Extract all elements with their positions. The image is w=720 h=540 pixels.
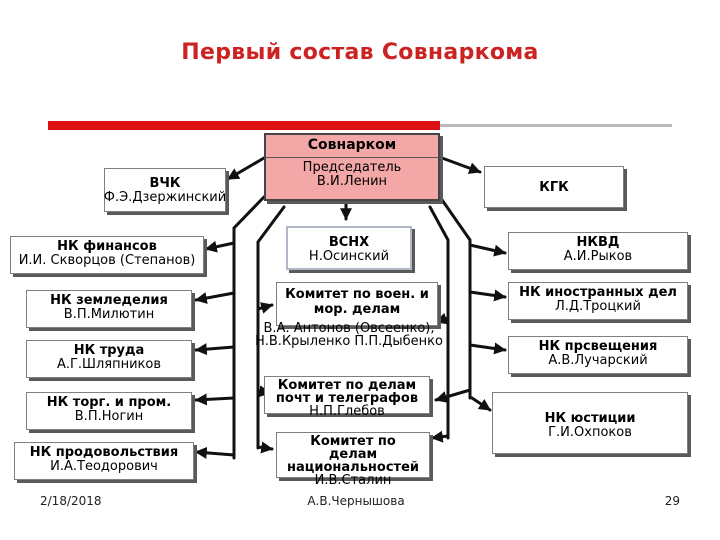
komitet-nats-name: Комитет по делам национальностей bbox=[286, 434, 419, 475]
nk-zemledelia-name: НК земледелия bbox=[50, 293, 168, 308]
vchk-box: ВЧК Ф.Э.Дзержинский bbox=[104, 168, 226, 212]
slide-title: Первый состав Совнаркома bbox=[181, 40, 539, 65]
nk-finansov-name: НК финансов bbox=[57, 239, 157, 254]
nk-zemledelia-box: НК земледелия В.П.Милютин bbox=[26, 290, 192, 328]
sovnarkom-box: Совнарком Председатель В.И.Ленин bbox=[264, 133, 440, 201]
nk-zemledelia-person: В.П.Милютин bbox=[63, 307, 155, 322]
arrow-to-nk-inostr bbox=[468, 289, 507, 302]
nk-yustitsii-person: Г.И.Охпоков bbox=[548, 425, 632, 440]
footer-date: 2/18/2018 bbox=[40, 494, 102, 508]
arrow-to-nk-yustitsii bbox=[470, 396, 492, 412]
nkvd-person: А.И.Рыков bbox=[563, 249, 633, 264]
footer-page-number: 29 bbox=[664, 494, 680, 508]
nk-finansov-person: И.И. Скворцов (Степанов) bbox=[18, 253, 196, 268]
left-trunk bbox=[232, 195, 266, 460]
nk-torg-name: НК торг. и пром. bbox=[46, 395, 172, 410]
nk-torg-person: В.П.Ногин bbox=[74, 409, 144, 424]
vchk-person: Ф.Э.Дзержинский bbox=[103, 190, 227, 205]
komitet-pocht-name: Комитет по делам почт и телеграфов bbox=[275, 378, 419, 406]
komitet-voen-box: Комитет по воен. и мор. делам bbox=[276, 282, 438, 326]
arrow-to-nk-torg bbox=[194, 393, 236, 406]
sovnarkom-person: В.И.Ленин bbox=[316, 174, 388, 189]
title-rule-gray bbox=[440, 124, 672, 127]
arrow-to-nkvd bbox=[468, 243, 507, 257]
nkvd-box: НКВД А.И.Рыков bbox=[508, 232, 688, 270]
nk-truda-person: А.Г.Шляпников bbox=[56, 357, 162, 372]
nk-prodovolstvia-box: НК продовольствия И.А.Теодорович bbox=[14, 442, 194, 480]
nk-truda-name: НК труда bbox=[73, 343, 145, 358]
komitet-nats-person: И.В.Сталин bbox=[314, 473, 392, 488]
sovnarkom-name: Совнарком bbox=[266, 138, 438, 158]
nk-truda-box: НК труда А.Г.Шляпников bbox=[26, 340, 192, 378]
nk-inostr-name: НК иностранных дел bbox=[519, 285, 677, 300]
right-trunk bbox=[438, 195, 472, 400]
arrow-to-komitet-voen-right bbox=[434, 312, 450, 325]
nkvd-name: НКВД bbox=[576, 235, 620, 250]
komitet-voen-name: Комитет по воен. и мор. делам bbox=[285, 287, 429, 317]
center-trunk bbox=[256, 205, 286, 450]
nk-yustitsii-name: НК юстиции bbox=[544, 411, 636, 426]
right-inner-trunk bbox=[428, 205, 450, 440]
vsnkh-person: Н.Осинский bbox=[308, 249, 390, 264]
arrow-to-komitet-pocht-right bbox=[434, 388, 472, 403]
arrow-to-nk-zemledelia bbox=[194, 291, 236, 304]
nk-prodovolstvia-name: НК продовольствия bbox=[29, 445, 179, 460]
komitet-nats-box: Комитет по делам национальностей И.В.Ста… bbox=[276, 432, 430, 488]
nk-prosv-person: А.В.Лучарский bbox=[548, 353, 648, 368]
kgk-name: КГК bbox=[539, 180, 569, 195]
komitet-pocht-person: Н.П.Глебов bbox=[309, 404, 385, 419]
arrow-to-nk-truda bbox=[194, 343, 236, 356]
nk-prodovolstvia-person: И.А.Теодорович bbox=[50, 459, 158, 474]
arrow-to-nk-finansov bbox=[204, 240, 236, 253]
footer-author: А.В.Чернышова bbox=[307, 494, 405, 508]
nk-prosv-box: НК прсвещения А.В.Лучарский bbox=[508, 336, 688, 374]
arrow-to-nk-prosv bbox=[468, 342, 507, 355]
komitet-voen-person: В.А. Антонов (Овсеенко), Н.В.Крыленко П.… bbox=[254, 321, 443, 349]
arrow-to-kgk bbox=[440, 156, 482, 174]
nk-finansov-box: НК финансов И.И. Скворцов (Степанов) bbox=[10, 236, 204, 274]
title-rule-red bbox=[48, 121, 440, 130]
nk-inostr-person: Л.Д.Троцкий bbox=[555, 299, 641, 314]
nk-inostr-box: НК иностранных дел Л.Д.Троцкий bbox=[508, 282, 688, 320]
kgk-box: КГК bbox=[484, 166, 624, 208]
arrow-to-vchk bbox=[226, 156, 266, 181]
nk-prosv-name: НК прсвещения bbox=[538, 339, 658, 354]
nk-torg-box: НК торг. и пром. В.П.Ногин bbox=[26, 392, 192, 430]
vsnkh-box: ВСНХ Н.Осинский bbox=[286, 226, 412, 270]
nk-yustitsii-box: НК юстиции Г.И.Охпоков bbox=[492, 392, 688, 454]
arrow-to-komitet-nats-right bbox=[430, 430, 450, 443]
vchk-name: ВЧК bbox=[149, 176, 181, 191]
arrow-to-komitet-nats bbox=[256, 441, 274, 454]
sovnarkom-role: Председатель bbox=[302, 160, 402, 175]
vsnkh-name: ВСНХ bbox=[328, 235, 370, 250]
arrow-to-nk-prodovolstvia bbox=[194, 446, 236, 459]
arrow-to-komitet-voen bbox=[256, 302, 274, 314]
komitet-pocht-box: Комитет по делам почт и телеграфов Н.П.Г… bbox=[264, 376, 430, 419]
